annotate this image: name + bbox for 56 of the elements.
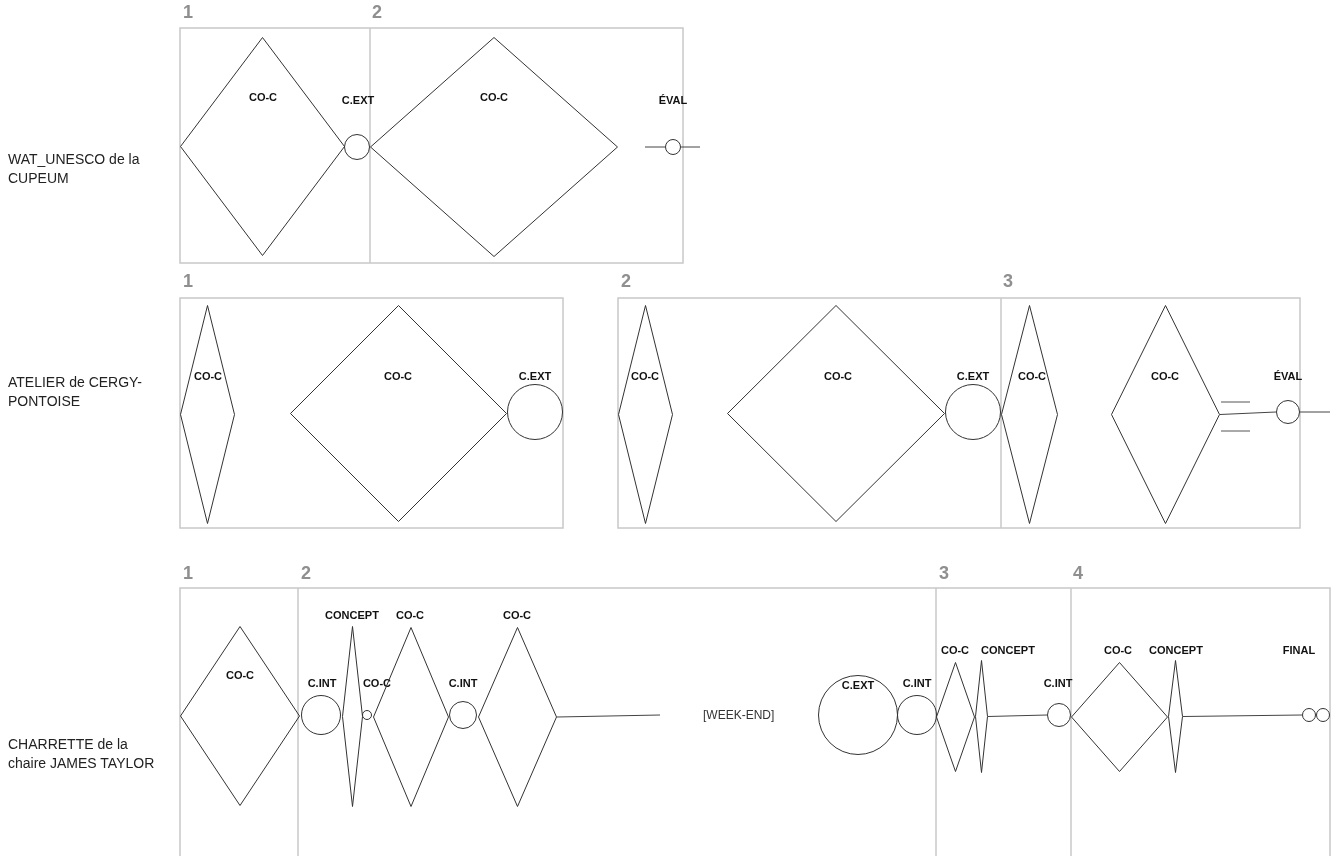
pause-note: [WEEK-END] [703,707,775,724]
node-label: FINAL [1282,643,1316,657]
connector-line [1219,411,1277,415]
node-label: C.INT [307,676,337,690]
phase-number: 4 [1073,563,1083,583]
node-label: CO-C [1017,369,1047,383]
phase-number: 1 [183,2,193,22]
phase-number: 2 [301,563,311,583]
phase-circle [818,675,898,755]
node-label: C.EXT [956,369,990,383]
connector-line [1182,714,1303,717]
node-label: C.INT [1043,676,1073,690]
node-label: CONCEPT [981,643,1035,657]
node-label: CONCEPT [325,608,379,622]
node-label: CO-C [479,90,509,104]
node-label: CO-C [362,676,392,690]
row-title: ATELIER de CERGY-PONTOISE [8,373,143,411]
phase-diamond [727,305,945,522]
node-label: ÉVAL [658,93,688,107]
node-label: CO-C [1103,643,1133,657]
phase-number: 3 [1003,271,1013,291]
node-label: CONCEPT [1149,643,1203,657]
row-title: CHARRETTE de la chaire JAMES TAYLOR [8,735,156,773]
phase-diamond [618,305,673,524]
node-label: CO-C [383,369,413,383]
phase-diamond [180,626,300,806]
connector-line [1299,411,1331,413]
node-label: C.INT [448,676,478,690]
node-label: C.EXT [841,678,875,692]
phase-number: 1 [183,563,193,583]
phase-diamond [1111,305,1220,524]
row-title: WAT_UNESCO de la CUPEUM [8,150,141,188]
node-label: C.INT [902,676,932,690]
node-label: CO-C [248,90,278,104]
connector-line [680,146,701,148]
node-label: CO-C [193,369,223,383]
node-label: CO-C [502,608,532,622]
node-label: CO-C [940,643,970,657]
connector-line [556,714,661,718]
node-label: CO-C [630,369,660,383]
phase-number: 3 [939,563,949,583]
connector-line [987,714,1048,717]
phase-diamond [180,305,235,524]
phase-diamond [1001,305,1058,524]
phase-number: 1 [183,271,193,291]
node-label: ÉVAL [1273,369,1303,383]
phase-number: 2 [372,2,382,22]
node-label: CO-C [225,668,255,682]
connector-line [644,146,666,148]
node-label: C.EXT [518,369,552,383]
node-label: C.EXT [341,93,375,107]
node-label: CO-C [823,369,853,383]
node-label: CO-C [1150,369,1180,383]
node-label: CO-C [395,608,425,622]
phase-diamond [290,305,507,522]
phase-number: 2 [621,271,631,291]
